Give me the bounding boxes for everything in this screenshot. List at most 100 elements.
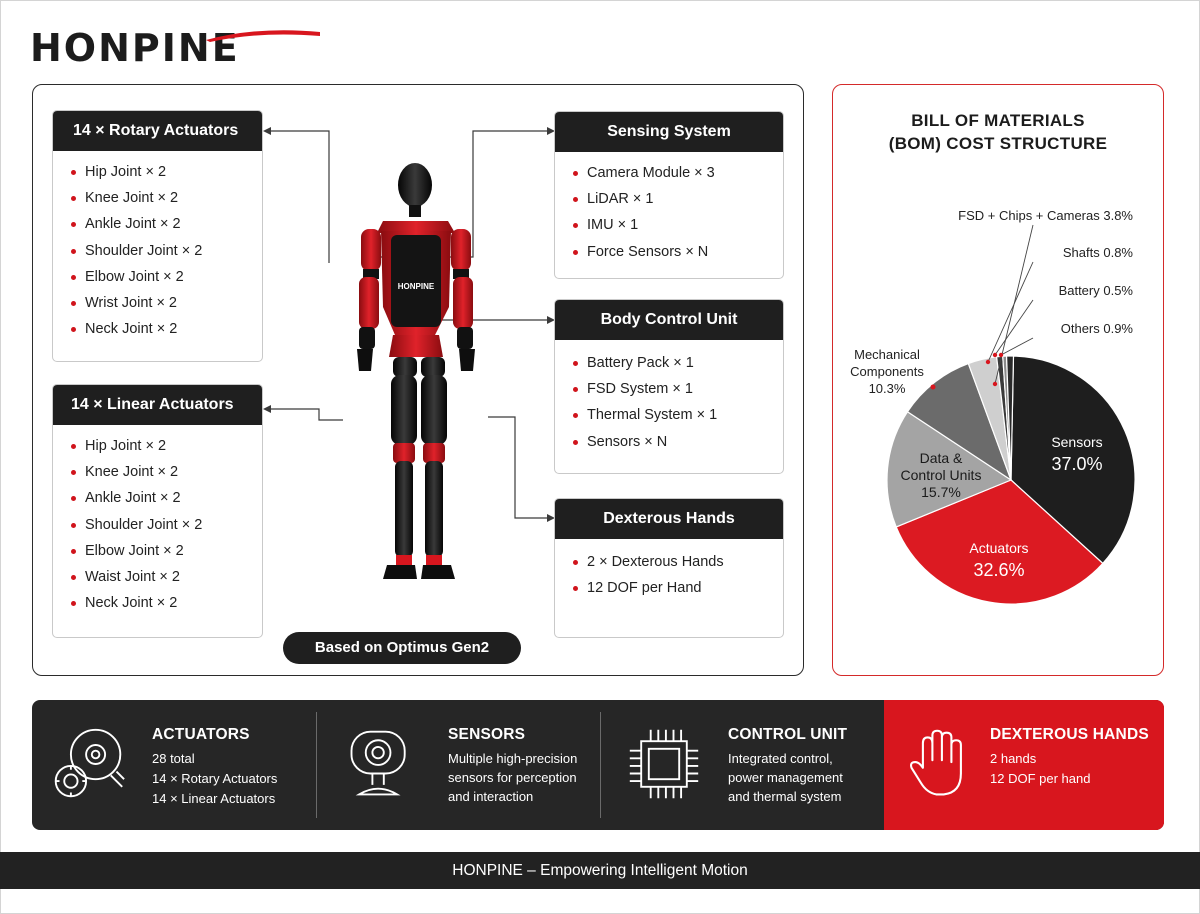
pie-label: Sensors [1051, 434, 1102, 450]
feature-line: and interaction [448, 789, 534, 804]
pie-callout-label: FSD + Chips + Cameras 3.8% [958, 208, 1133, 223]
logo-swoosh-icon [206, 30, 320, 42]
pie-leader-dot [992, 381, 998, 387]
list-item: Neck Joint × 2 [69, 590, 262, 616]
feature-line: 28 total [152, 751, 195, 766]
list-item: Ankle Joint × 2 [69, 211, 262, 237]
body-control-unit-card: Body Control Unit Battery Pack × 1 FSD S… [554, 299, 784, 474]
bom-title: BILL OF MATERIALS (BOM) COST STRUCTURE [833, 109, 1163, 155]
feature-divider [316, 712, 317, 818]
architecture-panel: 14 × Rotary Actuators Hip Joint × 2 Knee… [32, 84, 804, 676]
pie-value-label: 32.6% [973, 560, 1024, 580]
pie-slice-others [1005, 355, 1015, 481]
list-item: Battery Pack × 1 [571, 350, 783, 376]
list-item: FSD System × 1 [571, 376, 783, 402]
sensing-system-card: Sensing System Camera Module × 3 LiDAR ×… [554, 111, 784, 279]
pie-leader-dot [998, 352, 1004, 358]
feature-strip: ACTUATORS 28 total 14 × Rotary Actuators… [32, 700, 1164, 830]
linear-actuators-list: Hip Joint × 2 Knee Joint × 2 Ankle Joint… [53, 425, 262, 616]
list-item: Force Sensors × N [571, 239, 783, 265]
list-item: Shoulder Joint × 2 [69, 512, 262, 538]
body-control-unit-list: Battery Pack × 1 FSD System × 1 Thermal … [555, 340, 783, 455]
sensing-system-title: Sensing System [555, 112, 783, 152]
bom-panel: BILL OF MATERIALS (BOM) COST STRUCTURE S… [832, 84, 1164, 676]
feature-line: 14 × Rotary Actuators [152, 771, 278, 786]
pie-leader-dot [985, 359, 991, 365]
linear-actuators-card: 14 × Linear Actuators Hip Joint × 2 Knee… [52, 384, 263, 638]
feature-title: SENSORS [448, 726, 526, 743]
pie-slice-mechanical-components [906, 362, 1013, 482]
dexterous-hands-card: Dexterous Hands 2 × Dexterous Hands 12 D… [554, 498, 784, 638]
feature-title: CONTROL UNIT [728, 726, 848, 743]
bom-title-line1: BILL OF MATERIALS [911, 111, 1085, 130]
pie-value-label: 15.7% [921, 484, 961, 500]
list-item: Knee Joint × 2 [69, 459, 262, 485]
chip-icon [629, 729, 699, 799]
feature-title: DEXTEROUS HANDS [990, 726, 1149, 743]
list-item: Hip Joint × 2 [69, 159, 262, 185]
feature-highlight-bg [884, 700, 1164, 830]
pie-callout-label: Battery 0.5% [1059, 283, 1134, 298]
rotary-actuators-title: 14 × Rotary Actuators [53, 111, 262, 151]
list-item: Elbow Joint × 2 [69, 264, 262, 290]
pie-slice-actuators [895, 479, 1104, 605]
list-item: Elbow Joint × 2 [69, 538, 262, 564]
list-item: IMU × 1 [571, 212, 783, 238]
body-control-unit-title: Body Control Unit [555, 300, 783, 340]
pie-slice-data-control-units [886, 410, 1013, 528]
rotary-actuators-list: Hip Joint × 2 Knee Joint × 2 Ankle Joint… [53, 151, 262, 342]
pie-callout-label: Shafts 0.8% [1063, 245, 1134, 260]
feature-line: Multiple high-precision [448, 751, 578, 766]
hand-icon [909, 729, 962, 796]
list-item: Waist Joint × 2 [69, 564, 262, 590]
feature-title: ACTUATORS [152, 726, 250, 743]
feature-divider [600, 712, 601, 818]
brand-logo: HONPINE [30, 26, 320, 70]
list-item: Shoulder Joint × 2 [69, 238, 262, 264]
dexterous-hands-title: Dexterous Hands [555, 499, 783, 539]
list-item: 2 × Dexterous Hands [571, 549, 783, 575]
bom-title-line2: (BOM) COST STRUCTURE [888, 134, 1108, 153]
pie-leader-dot [992, 352, 998, 358]
feature-line: and thermal system [728, 789, 842, 804]
pie-label: Control Units [901, 467, 982, 483]
dexterous-hands-list: 2 × Dexterous Hands 12 DOF per Hand [555, 539, 783, 601]
pie-value-label: 10.3% [869, 381, 906, 396]
footer-tagline: HONPINE – Empowering Intelligent Motion [0, 852, 1200, 889]
list-item: Thermal System × 1 [571, 402, 783, 428]
based-on-pill: Based on Optimus Gen2 [283, 632, 521, 664]
feature-line: sensors for perception [448, 770, 577, 785]
sensing-system-list: Camera Module × 3 LiDAR × 1 IMU × 1 Forc… [555, 152, 783, 265]
rotary-actuators-card: 14 × Rotary Actuators Hip Joint × 2 Knee… [52, 110, 263, 362]
list-item: Sensors × N [571, 429, 783, 455]
pie-leader-line [994, 299, 1034, 356]
brand-logo-text: HONPINE [30, 26, 240, 70]
list-item: Camera Module × 3 [571, 160, 783, 186]
pie-slice-sensors [1010, 355, 1136, 565]
feature-line: 2 hands [990, 751, 1037, 766]
gear-motor-icon [54, 728, 125, 798]
list-item: Neck Joint × 2 [69, 316, 262, 342]
linear-actuators-title: 14 × Linear Actuators [53, 385, 262, 425]
feature-line: power management [728, 770, 843, 785]
pie-leader-line [1000, 337, 1034, 356]
list-item: Knee Joint × 2 [69, 185, 262, 211]
pie-label: Mechanical [854, 347, 920, 362]
pie-label: Components [850, 364, 924, 379]
list-item: Ankle Joint × 2 [69, 485, 262, 511]
list-item: LiDAR × 1 [571, 186, 783, 212]
pie-leader-line [987, 261, 1034, 363]
list-item: Hip Joint × 2 [69, 433, 262, 459]
feature-line: 14 × Linear Actuators [152, 791, 276, 806]
pie-label: Data & [920, 450, 963, 466]
pie-value-label: 37.0% [1051, 454, 1102, 474]
list-item: Wrist Joint × 2 [69, 290, 262, 316]
feature-line: Integrated control, [728, 751, 833, 766]
camera-sensor-icon [350, 730, 406, 796]
pie-leader-dot [930, 384, 936, 390]
pie-callout-label: Others 0.9% [1061, 321, 1134, 336]
feature-line: 12 DOF per hand [990, 771, 1091, 786]
robot-chest-label: HONPINE [398, 282, 435, 291]
humanoid-robot-illustration: HONPINE [357, 163, 475, 579]
